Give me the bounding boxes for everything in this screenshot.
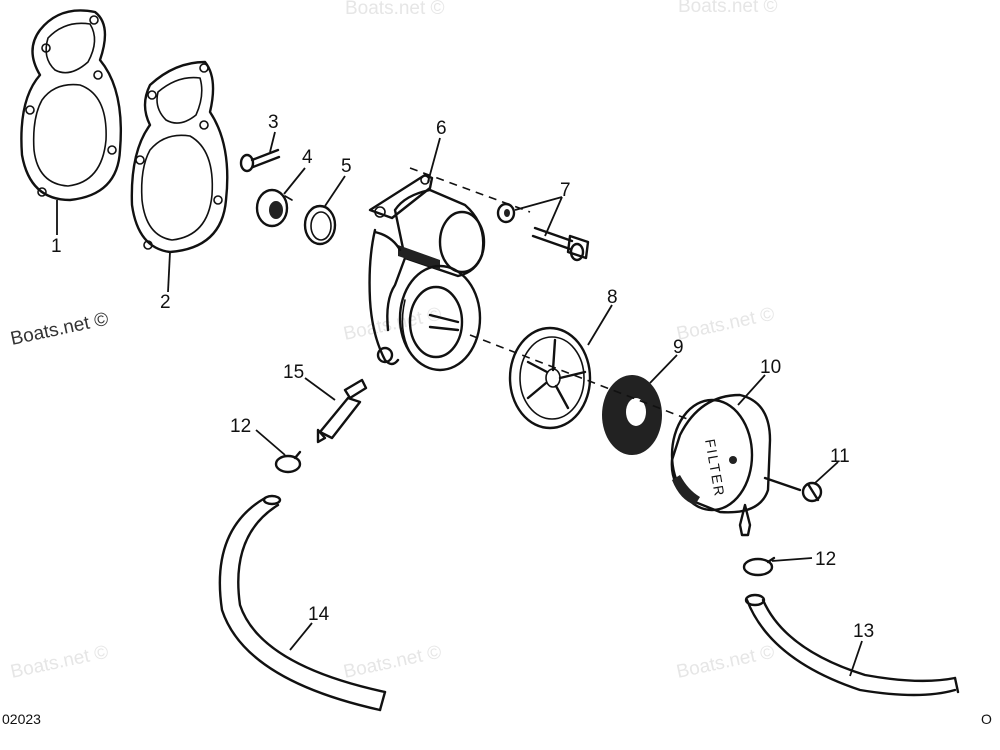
callout-5: 5 xyxy=(341,156,352,177)
callout-11: 11 xyxy=(830,446,850,467)
part-6-pump-body xyxy=(368,173,486,372)
watermarks: Boats.net © Boats.net © Boats.net © Boat… xyxy=(9,0,778,683)
figure-code: 02023 xyxy=(2,711,41,727)
watermark-text: Boats.net © xyxy=(345,0,445,19)
callout-14: 14 xyxy=(308,604,330,625)
leader-lines xyxy=(56,131,863,677)
watermark-text: Boats.net © xyxy=(342,304,444,345)
part-9-filter-element xyxy=(602,375,662,455)
part-10-filter-cover: FILTER xyxy=(670,393,772,537)
part-13-hose-short xyxy=(744,593,960,697)
part-5-o-ring xyxy=(303,204,337,246)
callout-1: 1 xyxy=(51,236,62,257)
filter-label: FILTER xyxy=(702,438,728,499)
part-12-clamp-left xyxy=(274,450,302,474)
callout-10: 10 xyxy=(760,357,781,378)
corner-mark: O xyxy=(981,711,992,727)
callout-8: 8 xyxy=(607,287,618,308)
callout-15: 15 xyxy=(283,362,304,383)
assembly-axis-line xyxy=(469,334,691,421)
watermark-text: Boats.net © xyxy=(9,642,111,683)
watermark-text: Boats.net © xyxy=(678,0,778,17)
watermark-text: Boats.net © xyxy=(675,304,777,345)
watermark-text: Boats.net © xyxy=(675,642,777,683)
part-15-fitting xyxy=(316,378,368,444)
watermark-text: Boats.net © xyxy=(342,642,444,683)
callout-6: 6 xyxy=(436,118,447,139)
callout-2: 2 xyxy=(160,292,171,313)
callout-12-right: 12 xyxy=(815,549,836,570)
part-2-gasket-inner xyxy=(130,60,229,254)
callout-12-left: 12 xyxy=(230,416,251,437)
part-8-strainer-plate xyxy=(508,326,592,430)
part-11-wing-screw xyxy=(763,476,823,503)
part-14-hose-long xyxy=(218,494,387,712)
callout-numbers: 1 2 3 4 5 6 7 8 9 10 11 12 12 13 14 15 xyxy=(51,112,874,642)
callout-9: 9 xyxy=(673,337,684,358)
callout-13: 13 xyxy=(853,621,874,642)
part-7-washer-bolt xyxy=(496,202,590,262)
part-1-gasket-outer xyxy=(20,9,122,202)
callout-3: 3 xyxy=(268,112,279,133)
part-4-valve xyxy=(255,188,293,228)
watermark-text: Boats.net © xyxy=(9,309,111,350)
part-3-screw xyxy=(239,148,281,173)
callout-7: 7 xyxy=(560,180,571,201)
callout-4: 4 xyxy=(302,147,313,168)
part-12-clamp-right xyxy=(742,556,776,577)
